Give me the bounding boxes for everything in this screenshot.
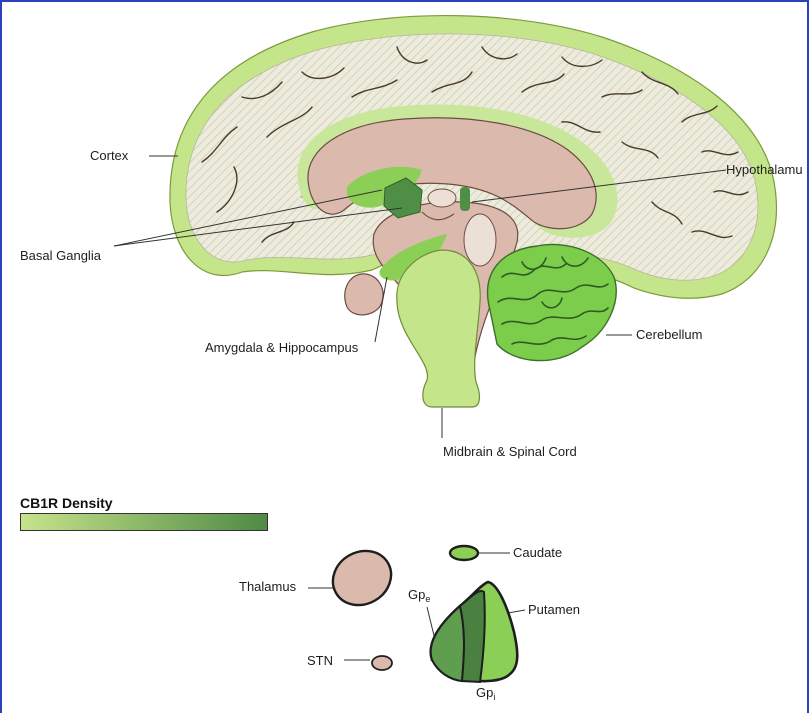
label-basal-ganglia: Basal Ganglia — [20, 248, 101, 264]
label-gpe-subscript: e — [425, 594, 430, 604]
label-caudate: Caudate — [513, 545, 562, 561]
label-amygdala-hippocampus: Amygdala & Hippocampus — [205, 340, 358, 356]
legend-title: CB1R Density — [20, 495, 113, 511]
legend-gradient-bar — [20, 513, 268, 531]
label-gpi-subscript: i — [493, 692, 495, 702]
label-hypothalamus: Hypothalamu — [726, 162, 803, 178]
label-gpe: Gpe — [408, 587, 430, 604]
gpe-shape — [431, 606, 464, 681]
label-midbrain-spinal-cord: Midbrain & Spinal Cord — [443, 444, 577, 460]
temporal-tissue — [345, 274, 383, 315]
thalamus-shape — [323, 540, 401, 615]
label-putamen: Putamen — [528, 602, 580, 618]
label-stn: STN — [307, 653, 333, 669]
label-cerebellum: Cerebellum — [636, 327, 702, 343]
caudate-shape — [450, 546, 478, 560]
pineal-region — [464, 214, 496, 266]
gpi-shape — [460, 591, 485, 682]
label-gpi-main: Gp — [476, 685, 493, 700]
hypothalamus-region — [460, 187, 470, 211]
label-thalamus: Thalamus — [239, 579, 296, 595]
label-gpe-main: Gp — [408, 587, 425, 602]
midbrain-spinal-cord-region — [397, 250, 480, 407]
label-gpi: Gpi — [476, 685, 495, 702]
label-cortex: Cortex — [90, 148, 128, 164]
stn-shape — [372, 656, 392, 670]
third-ventricle — [428, 189, 456, 207]
cerebellum-region — [488, 244, 617, 360]
